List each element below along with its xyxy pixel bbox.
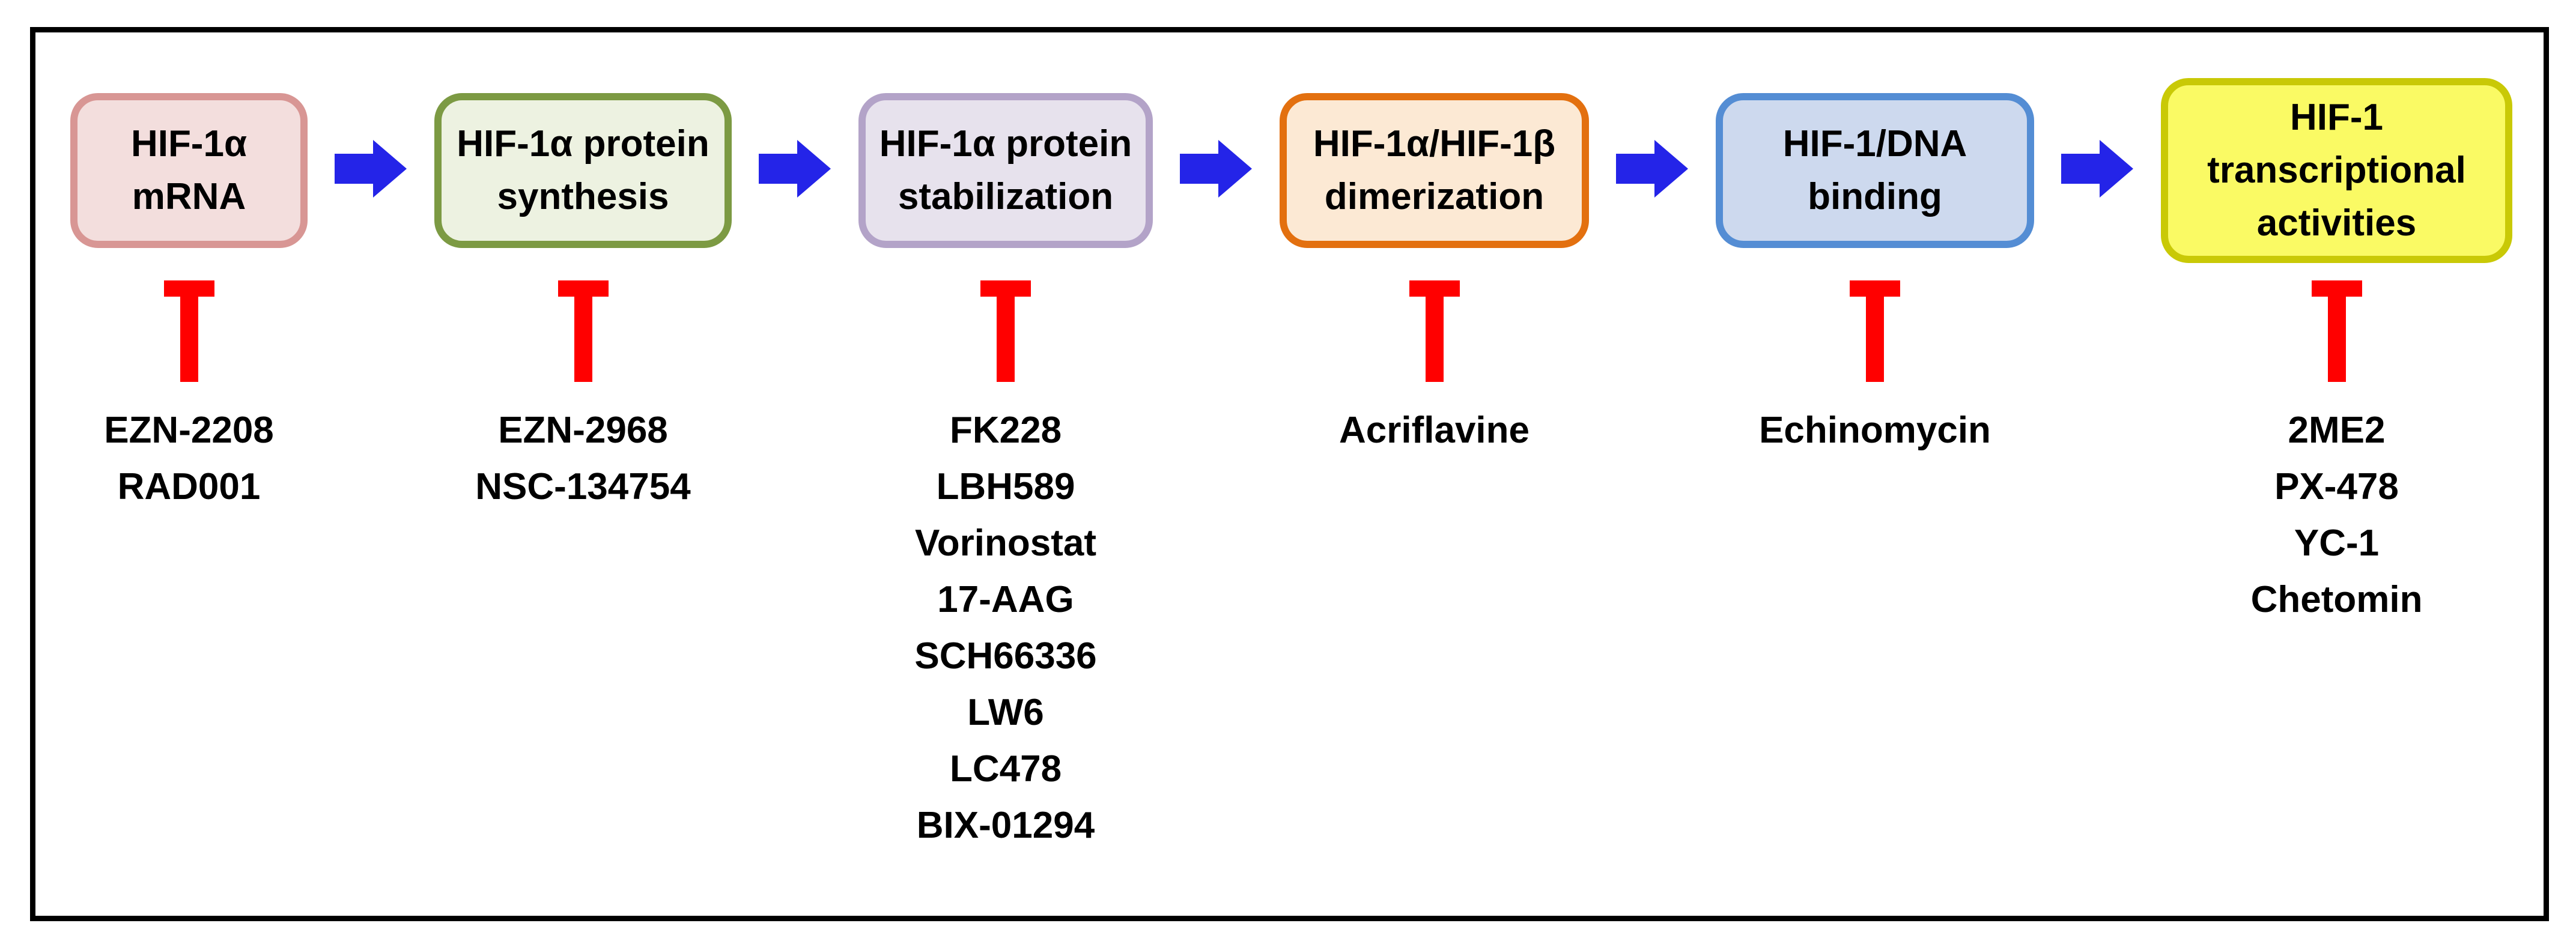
- inhibition-tbar-icon: [1409, 280, 1460, 382]
- inhibitor-label: YC-1: [2294, 522, 2380, 564]
- inhibition-tbar-icon: [2311, 280, 2362, 382]
- tbar-stem: [1425, 297, 1444, 382]
- tbar-crossbar: [163, 280, 214, 297]
- inhibitor-label: LW6: [967, 692, 1044, 733]
- arrow-wrap: [1153, 138, 1280, 200]
- tbar-crossbar: [1409, 280, 1460, 297]
- inhibitor-label: Vorinostat: [915, 522, 1096, 564]
- tbar-crossbar: [980, 280, 1031, 297]
- tbar-crossbar: [557, 280, 609, 297]
- box-slot: HIF-1 transcriptional activities: [2161, 77, 2512, 264]
- inhibitor-list: Echinomycin: [1759, 402, 1991, 459]
- pathway-box: HIF-1 transcriptional activities: [2161, 77, 2512, 264]
- inhibition-tbar-icon: [557, 280, 609, 382]
- arrow-wrap: [1589, 138, 1716, 200]
- flow-arrow-icon: [1179, 140, 1252, 198]
- pathway-step: HIF-1/DNA binding Echinomycin: [1716, 77, 2034, 459]
- pathway-box-label: HIF-1α/HIF-1β dimerization: [1313, 123, 1556, 217]
- pathway-box-label: HIF-1/DNA binding: [1782, 123, 1967, 217]
- box-slot: HIF-1α protein stabilization: [858, 77, 1153, 264]
- inhibitor-label: LC478: [949, 748, 1062, 790]
- inhibitor-label: PX-478: [2274, 466, 2399, 507]
- pathway-box-label: HIF-1 transcriptional activities: [2207, 96, 2466, 244]
- inhibitor-label: Acriflavine: [1338, 410, 1530, 451]
- pathway-box: HIF-1α protein stabilization: [858, 93, 1153, 248]
- arrow-wrap: [732, 138, 858, 200]
- tbar-stem: [2327, 297, 2346, 382]
- inhibitor-label: SCH66336: [914, 635, 1097, 677]
- inhibition-tbar-icon: [1850, 280, 1900, 382]
- flow-arrow-icon: [1615, 140, 1688, 198]
- box-slot: HIF-1α/HIF-1β dimerization: [1280, 77, 1589, 264]
- pathway-box-label: HIF-1α protein stabilization: [879, 123, 1132, 217]
- box-slot: HIF-1/DNA binding: [1716, 77, 2034, 264]
- inhibitor-label: EZN-2968: [498, 410, 668, 451]
- inhibitor-label: RAD001: [117, 466, 261, 507]
- inhibitor-label: 17-AAG: [937, 579, 1074, 620]
- inhibitor-label: Echinomycin: [1759, 410, 1991, 451]
- inhibitor-list: Acriflavine: [1339, 402, 1530, 459]
- inhibitor-label: BIX-01294: [916, 805, 1095, 846]
- tbar-stem: [1866, 297, 1884, 382]
- arrow-wrap: [308, 138, 434, 200]
- box-slot: HIF-1α protein synthesis: [434, 77, 732, 264]
- tbar-stem: [180, 297, 198, 382]
- tbar-stem: [574, 297, 592, 382]
- tbar-crossbar: [2311, 280, 2362, 297]
- arrow-wrap: [2034, 138, 2161, 200]
- tbar-stem: [997, 297, 1015, 382]
- inhibitor-label: EZN-2208: [104, 410, 274, 451]
- flow-arrow-icon: [334, 140, 407, 198]
- tbar-crossbar: [1850, 280, 1900, 297]
- pathway-box: HIF-1α mRNA: [70, 93, 308, 248]
- pathway-box-label: HIF-1α protein synthesis: [457, 123, 709, 217]
- box-slot: HIF-1α mRNA: [70, 77, 308, 264]
- flow-arrow-icon: [2061, 140, 2133, 198]
- pathway-box: HIF-1α/HIF-1β dimerization: [1280, 93, 1589, 248]
- pathway-box: HIF-1α protein synthesis: [434, 93, 732, 248]
- pathway-box: HIF-1/DNA binding: [1716, 93, 2034, 248]
- inhibitor-label: 2ME2: [2288, 410, 2386, 451]
- inhibition-tbar-icon: [980, 280, 1031, 382]
- inhibition-tbar-icon: [163, 280, 214, 382]
- inhibitor-label: Chetomin: [2250, 579, 2423, 620]
- inhibitor-label: FK228: [949, 410, 1062, 451]
- pathway-step: HIF-1α/HIF-1β dimerization Acriflavine: [1280, 77, 1589, 459]
- inhibitor-label: NSC-134754: [475, 466, 691, 507]
- inhibitor-label: LBH589: [936, 466, 1075, 507]
- flow-arrow-icon: [758, 140, 831, 198]
- pathway-box-label: HIF-1α mRNA: [130, 123, 248, 217]
